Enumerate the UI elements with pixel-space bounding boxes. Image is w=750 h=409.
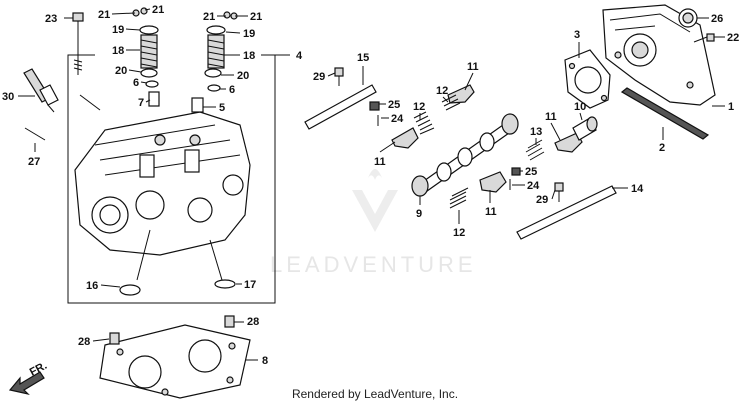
callout-25b: 25 — [525, 166, 537, 178]
callout-11b: 11 — [374, 156, 386, 168]
callout-20a: 20 — [115, 65, 127, 77]
callout-25a: 25 — [388, 99, 400, 111]
callout-30: 30 — [2, 91, 14, 103]
callout-19a: 19 — [112, 24, 124, 36]
callout-1: 1 — [728, 101, 734, 113]
front-arrow-icon — [8, 371, 45, 396]
head-gasket — [99, 324, 251, 399]
spark-plug — [23, 68, 59, 113]
valve-spring-right — [191, 11, 238, 113]
callout-26: 26 — [711, 13, 723, 25]
nut-25b — [511, 167, 521, 176]
callout-11d: 11 — [485, 206, 497, 218]
timing-belt — [620, 87, 710, 140]
spring-13 — [525, 139, 545, 161]
callout-5: 5 — [219, 102, 225, 114]
rocker-shaft-15 — [304, 84, 377, 130]
callout-18a: 18 — [112, 45, 124, 57]
leader-lines — [92, 8, 725, 342]
callout-18b: 18 — [243, 50, 255, 62]
callout-23: 23 — [45, 13, 57, 25]
callout-27: 27 — [28, 156, 40, 168]
camshaft — [411, 113, 519, 197]
spring-12b — [441, 94, 461, 111]
bolt-29-top — [334, 67, 344, 86]
callout-3: 3 — [574, 29, 580, 41]
spring-12a — [413, 111, 435, 135]
leader-23b — [79, 94, 101, 111]
callout-11c: 11 — [545, 111, 557, 123]
callout-6b: 6 — [229, 84, 235, 96]
callout-21c: 21 — [203, 11, 215, 23]
valve-exhaust — [209, 239, 236, 289]
rocker-arm-11a — [447, 84, 475, 104]
callout-7: 7 — [138, 97, 144, 109]
callout-28b: 28 — [247, 316, 259, 328]
callout-19b: 19 — [243, 28, 255, 40]
oil-seal-26 — [678, 8, 698, 28]
callout-2: 2 — [659, 142, 665, 154]
callout-9: 9 — [416, 208, 422, 220]
watermark-logo — [352, 169, 398, 232]
head-bolt — [72, 12, 84, 75]
rocker-arm-11b — [391, 127, 419, 149]
callout-28a: 28 — [78, 336, 90, 348]
direction-label: FR. — [28, 360, 49, 379]
valve-intake — [119, 229, 151, 296]
head-assembly-box — [67, 54, 276, 304]
callout-29a: 29 — [313, 71, 325, 83]
cylinder-head — [74, 111, 251, 256]
callout-12c: 12 — [453, 227, 465, 239]
bolt-29-bottom — [554, 182, 564, 202]
callout-15: 15 — [357, 52, 369, 64]
callout-8: 8 — [262, 355, 268, 367]
rocker-arm-11d — [479, 171, 507, 193]
dowel-28-left — [109, 332, 120, 345]
callout-22: 22 — [727, 32, 739, 44]
watermark-text: LEADVENTURE — [270, 252, 477, 277]
cover-gasket — [564, 49, 611, 109]
callout-6a: 6 — [133, 77, 139, 89]
callout-21d: 21 — [250, 11, 262, 23]
callout-17: 17 — [244, 279, 256, 291]
callout-29b: 29 — [536, 194, 548, 206]
nut-25a — [369, 101, 380, 111]
end-cover — [602, 4, 716, 106]
footer-credit: Rendered by LeadVenture, Inc. — [291, 387, 459, 401]
spring-12c — [449, 187, 469, 209]
callout-10: 10 — [574, 101, 586, 113]
rocker-arm-11c — [554, 132, 583, 153]
callout-21b: 21 — [152, 4, 164, 16]
valve-spring-left — [132, 7, 160, 107]
callout-12b: 12 — [436, 85, 448, 97]
callout-21a: 21 — [98, 9, 110, 21]
oil-seal-10 — [572, 116, 598, 141]
dowel-pin — [24, 127, 46, 141]
callout-11a: 11 — [467, 61, 479, 73]
callout-13: 13 — [530, 126, 542, 138]
callout-4: 4 — [296, 50, 303, 62]
rocker-shaft-14 — [516, 185, 617, 240]
callout-12a: 12 — [413, 101, 425, 113]
callout-24a: 24 — [391, 113, 404, 125]
dowel-28-right — [224, 315, 235, 328]
callout-16: 16 — [86, 280, 98, 292]
callout-14: 14 — [631, 183, 644, 195]
callout-24b: 24 — [527, 180, 540, 192]
callout-20b: 20 — [237, 70, 249, 82]
